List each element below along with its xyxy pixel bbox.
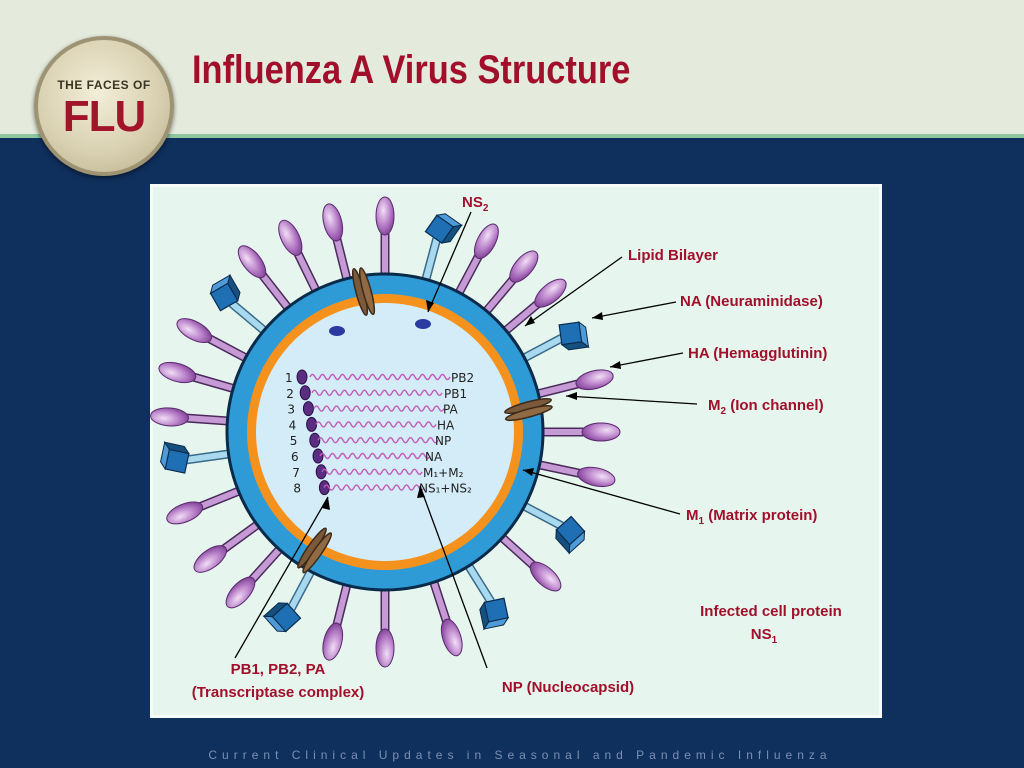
ha-head-icon — [237, 245, 267, 279]
rna-strand — [319, 452, 431, 460]
segment-gene-name: PA — [443, 403, 458, 417]
na-head-icon — [424, 213, 463, 244]
rna-strand — [315, 421, 437, 428]
m2-label: M2 (Ion channel) — [708, 397, 824, 417]
ha-head-icon — [440, 618, 463, 657]
ns1-label-line2: NS1 — [751, 626, 778, 646]
ha-head-icon — [322, 622, 344, 661]
ha-head-icon — [581, 422, 621, 442]
segment-number: 5 — [290, 434, 298, 448]
segment-gene-name: NA — [425, 450, 443, 464]
lipid-bilayer-label: Lipid Bilayer — [628, 247, 718, 264]
segment-gene-name: M₁+M₂ — [423, 466, 464, 480]
segment-number: 6 — [291, 450, 299, 464]
rna-strand — [309, 373, 451, 381]
rna-segments: 1 PB2 2 PB1 3 PA 4 HA 5 NP 6 NA 7 M₁+M₂ 8 NS₁+NS₂ — [285, 369, 474, 496]
polymerase-complex — [315, 464, 327, 480]
m2-channel — [351, 267, 376, 316]
ha-head-icon — [577, 466, 616, 488]
ha-head-icon — [225, 576, 256, 609]
rna-strand — [311, 389, 443, 396]
m1-label: M1 (Matrix protein) — [686, 507, 817, 527]
ha-head-icon — [473, 223, 499, 260]
pointer-arrowheads — [322, 300, 621, 510]
rna-strand — [321, 468, 423, 475]
ha-head-icon — [375, 196, 395, 236]
ns2-protein — [329, 326, 345, 336]
ha-head-icon — [529, 561, 562, 592]
ha-head-icon — [166, 501, 204, 525]
transcriptase-label-line2: (Transcriptase complex) — [192, 684, 365, 701]
ha-head-icon — [176, 318, 213, 344]
ha-head-icon — [150, 407, 189, 427]
virus-core — [256, 303, 514, 561]
polymerase-complex — [299, 385, 311, 401]
transcriptase-label-line1: PB1, PB2, PA — [231, 661, 326, 678]
segment-gene-name: PB2 — [451, 371, 474, 385]
rna-strand — [323, 484, 425, 491]
polymerase-complex — [309, 432, 321, 448]
ha-head-icon — [158, 361, 197, 384]
faces-of-flu-logo: THE FACES OF FLU — [34, 36, 174, 176]
segment-gene-name: NP — [435, 434, 451, 448]
ha-head-icon — [278, 219, 303, 256]
polymerase-complex — [302, 401, 314, 417]
ha-label: HA (Hemagglutinin) — [688, 345, 827, 362]
segment-number: 3 — [287, 403, 295, 417]
segment-gene-name: PB1 — [444, 387, 467, 401]
ha-head-icon — [534, 278, 567, 308]
footer-text: Current Clinical Updates in Seasonal and… — [208, 748, 832, 762]
ha-head-icon — [193, 545, 228, 573]
na-label: NA (Neuraminidase) — [680, 293, 823, 310]
logo-main-text: FLU — [62, 92, 147, 141]
na-head-icon — [479, 597, 510, 631]
segment-number: 2 — [286, 387, 294, 401]
pointer-lines — [234, 211, 698, 669]
ha-head-icon — [375, 628, 395, 668]
m2-channel — [297, 527, 333, 574]
na-head-icon — [558, 320, 590, 351]
segment-number: 4 — [289, 418, 297, 432]
segment-gene-name: HA — [437, 418, 455, 432]
segment-number: 8 — [293, 482, 301, 496]
page-title: Influenza A Virus Structure — [192, 48, 631, 92]
ns2-label: NS2 — [462, 194, 489, 214]
na-head-icon — [262, 602, 302, 633]
ns1-label-line1: Infected cell protein — [700, 603, 842, 620]
np-label: NP (Nucleocapsid) — [502, 679, 634, 696]
polymerase-complex — [306, 416, 318, 432]
ha-head-icon — [575, 369, 614, 391]
polymerase-complex — [296, 369, 308, 385]
header-band: THE FACES OF FLU Influenza A Virus Struc… — [0, 0, 1024, 176]
rna-strand — [317, 437, 439, 444]
ha-head-icon — [322, 203, 344, 242]
segment-number: 1 — [285, 371, 293, 385]
na-head-icon — [555, 515, 586, 555]
logo-top-text: THE FACES OF — [57, 78, 151, 92]
segment-gene-name: NS₁+NS₂ — [419, 482, 472, 496]
rna-strand — [313, 405, 445, 412]
segment-number: 7 — [292, 466, 300, 480]
ns2-protein — [415, 319, 431, 329]
ha-head-icon — [509, 250, 539, 283]
na-head-icon — [209, 273, 241, 312]
polymerase-complex — [312, 448, 324, 464]
na-head-icon — [160, 440, 190, 474]
m2-channel — [504, 397, 553, 422]
